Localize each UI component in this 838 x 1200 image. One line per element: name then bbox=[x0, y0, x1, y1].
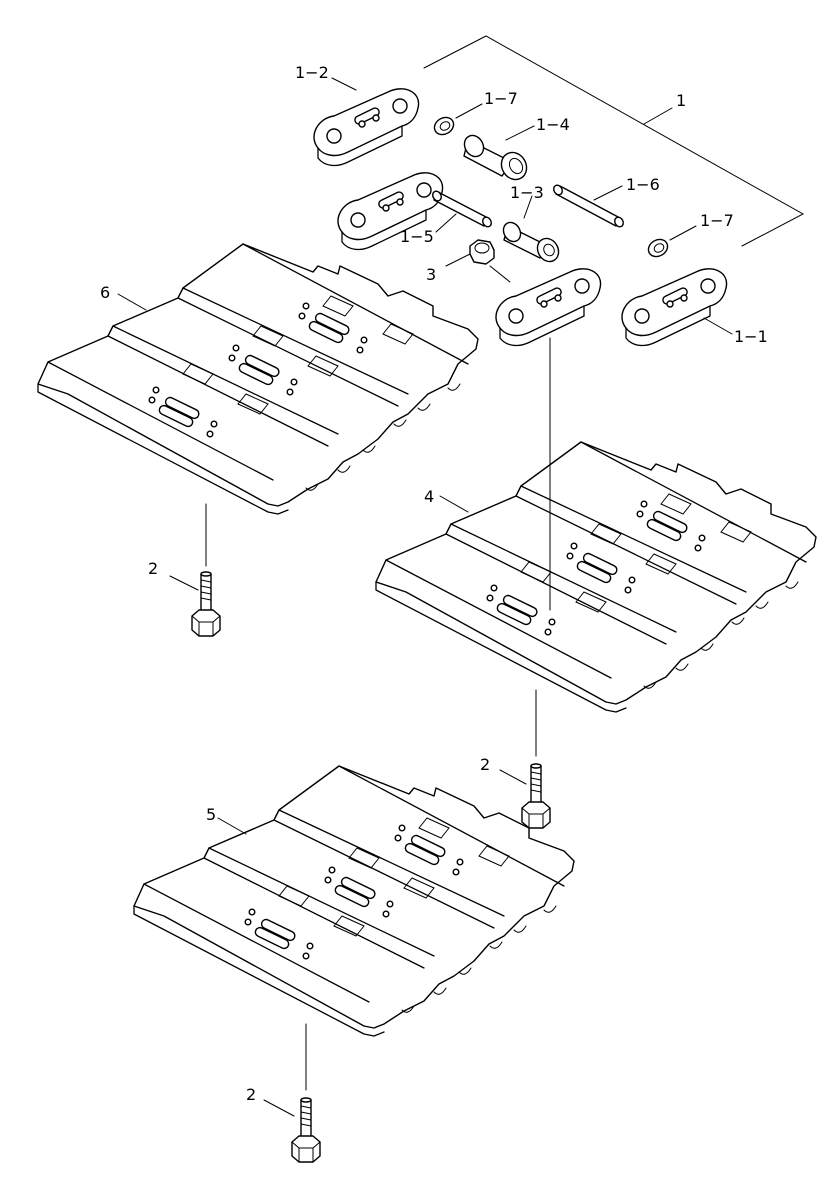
leader-2-shoe4 bbox=[499, 769, 527, 785]
leader-1-7-right bbox=[669, 225, 697, 241]
callout-1: 1 bbox=[676, 91, 686, 110]
seal-1-7-top bbox=[433, 116, 455, 136]
leader-2-shoe5 bbox=[263, 1099, 295, 1117]
nut-3 bbox=[469, 239, 511, 283]
pin-1-5 bbox=[432, 190, 492, 228]
bushing-1-4 bbox=[463, 134, 528, 181]
callout-2-shoe6: 2 bbox=[148, 559, 158, 578]
leader-2-shoe6 bbox=[169, 575, 199, 591]
callout-5: 5 bbox=[206, 805, 216, 824]
callout-1-4: 1−4 bbox=[536, 115, 570, 134]
leader-1-6 bbox=[593, 185, 623, 201]
leader-1-4 bbox=[505, 125, 535, 141]
leader-1-1 bbox=[703, 317, 733, 335]
link-1-2 bbox=[313, 88, 420, 167]
leader-5 bbox=[217, 817, 247, 835]
callout-1-6: 1−6 bbox=[626, 175, 660, 194]
bolt-2-shoe4 bbox=[521, 763, 551, 829]
callout-4: 4 bbox=[424, 487, 434, 506]
track-shoe-5 bbox=[133, 765, 575, 1037]
seal-1-7-right bbox=[647, 238, 669, 258]
callout-3: 3 bbox=[426, 265, 436, 284]
callout-1-2: 1−2 bbox=[295, 63, 329, 82]
leader-6 bbox=[117, 293, 147, 311]
link-1-1-front bbox=[495, 268, 602, 347]
leader-1-7-top bbox=[455, 103, 483, 119]
leader-4 bbox=[439, 495, 469, 513]
leader-1-5 bbox=[435, 213, 457, 233]
track-shoe-4 bbox=[375, 441, 817, 713]
link-1-1 bbox=[621, 268, 728, 347]
callout-1-7-top: 1−7 bbox=[484, 89, 518, 108]
bolt-2-shoe6 bbox=[191, 571, 221, 637]
leader-1-3 bbox=[523, 195, 533, 219]
leader-1-2 bbox=[331, 77, 357, 91]
bolt-2-shoe5 bbox=[291, 1097, 321, 1163]
leader-1 bbox=[643, 107, 673, 125]
callout-1-7-right: 1−7 bbox=[700, 211, 734, 230]
callout-1-5: 1−5 bbox=[400, 227, 434, 246]
callout-2-shoe4: 2 bbox=[480, 755, 490, 774]
assembly-bracket-line bbox=[423, 35, 805, 247]
leader-3 bbox=[445, 253, 471, 267]
callout-6: 6 bbox=[100, 283, 110, 302]
bushing-1-3 bbox=[502, 221, 560, 263]
pin-1-6 bbox=[553, 184, 624, 228]
callout-1-3: 1−3 bbox=[510, 183, 544, 202]
callout-2-shoe5: 2 bbox=[246, 1085, 256, 1104]
callout-1-1: 1−1 bbox=[734, 327, 768, 346]
